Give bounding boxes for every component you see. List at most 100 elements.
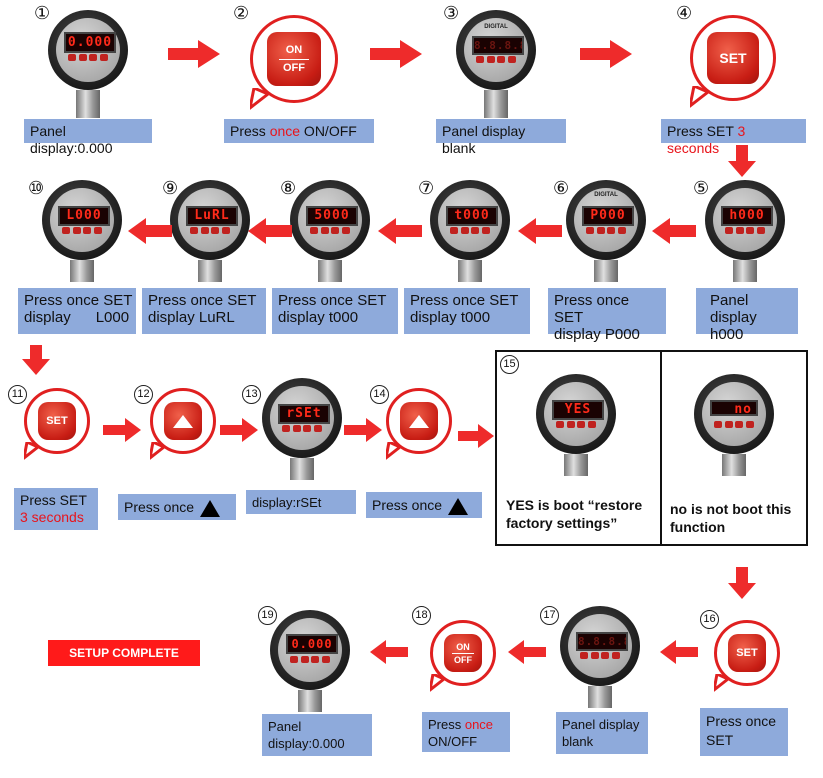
- step-number: 15: [500, 355, 519, 374]
- set-button-bubble: SET: [690, 15, 776, 101]
- arrow-right-icon: [344, 418, 382, 442]
- setup-complete-banner: SETUP COMPLETE: [48, 640, 200, 666]
- on-off-button-bubble: ON OFF: [430, 620, 496, 686]
- set-button-bubble: SET: [714, 620, 780, 686]
- set-key: SET: [38, 402, 76, 440]
- gauge-display: LuRL: [186, 206, 238, 226]
- step-number: 12: [134, 385, 153, 404]
- step-number: 16: [700, 610, 719, 629]
- arrow-down-icon: [728, 567, 756, 599]
- bubble-tail-icon: [430, 674, 447, 692]
- gauge-display: 0.000: [64, 32, 116, 53]
- step-label: Panel display blank: [436, 119, 566, 156]
- pressure-switch-gauge: 0.000: [48, 10, 128, 118]
- step-number: ①: [34, 3, 51, 24]
- arrow-right-icon: [168, 40, 220, 68]
- bubble-tail-icon: [250, 88, 271, 110]
- pressure-switch-gauge: DIGITAL 8.8.8.8: [456, 10, 536, 118]
- step-label: Panel display:0.000: [24, 119, 152, 156]
- gauge-display: 8.8.8.8: [576, 632, 628, 651]
- gauge-display: YES: [552, 400, 604, 420]
- pressure-switch-gauge: 8.8.8.8: [560, 606, 640, 708]
- up-key: [164, 402, 202, 440]
- pressure-switch-gauge: LuRL: [170, 180, 250, 282]
- step-number: ⑧: [280, 178, 297, 199]
- step-label: Press once: [366, 492, 482, 518]
- arrow-left-icon: [518, 218, 562, 244]
- bubble-tail-icon: [714, 674, 731, 692]
- step-number: 13: [242, 385, 261, 404]
- arrow-right-icon: [370, 40, 422, 68]
- gauge-display: t000: [446, 206, 498, 226]
- key-label: OFF: [283, 61, 305, 74]
- gauge-display: 0.000: [286, 634, 338, 654]
- arrow-left-icon: [248, 218, 292, 244]
- bubble-tail-icon: [690, 86, 711, 108]
- pressure-switch-gauge: rSEt: [262, 378, 342, 480]
- arrow-left-icon: [370, 640, 408, 664]
- key-label: ON: [456, 641, 470, 652]
- step-label: Press once: [118, 494, 236, 520]
- arrow-left-icon: [660, 640, 698, 664]
- step-number: ②: [233, 3, 250, 24]
- gauge-display: 8.8.8.8: [472, 36, 524, 55]
- step-number: ⑤: [693, 178, 710, 199]
- pressure-switch-gauge: t000: [430, 180, 510, 282]
- arrow-down-icon: [22, 345, 50, 375]
- step-number: 18: [412, 606, 431, 625]
- key-label: ON: [285, 43, 303, 56]
- bubble-tail-icon: [150, 442, 167, 460]
- step-number: ⑨: [162, 178, 179, 199]
- gauge-display: no: [710, 400, 758, 416]
- set-button-bubble: SET: [24, 388, 90, 454]
- step-label: Press SET 3 seconds: [661, 119, 806, 156]
- step-number: ④: [676, 3, 693, 24]
- up-key: [400, 402, 438, 440]
- gauge-display: h000: [721, 206, 773, 226]
- gauge-display: L000: [58, 206, 110, 226]
- arrow-right-icon: [580, 40, 632, 68]
- arrow-left-icon: [652, 218, 696, 244]
- pressure-switch-gauge: no: [694, 374, 774, 476]
- pressure-switch-gauge: 5000: [290, 180, 370, 282]
- step-number: 14: [370, 385, 389, 404]
- arrow-left-icon: [128, 218, 172, 244]
- pressure-switch-gauge: 0.000: [270, 610, 350, 712]
- gauge-display: 5000: [306, 206, 358, 226]
- on-off-button-bubble: ON OFF: [250, 15, 338, 103]
- gauge-display: rSEt: [278, 404, 330, 424]
- gauge-display: P000: [582, 206, 634, 226]
- arrow-right-icon: [220, 418, 258, 442]
- pressure-switch-gauge: DIGITAL P000: [566, 180, 646, 282]
- arrow-left-icon: [508, 640, 546, 664]
- step-number: ⑦: [418, 178, 435, 199]
- arrow-left-icon: [378, 218, 422, 244]
- pressure-switch-gauge: YES: [536, 374, 616, 476]
- up-arrow-icon: [409, 414, 429, 428]
- set-key: SET: [707, 32, 759, 84]
- up-button-bubble: [150, 388, 216, 454]
- pressure-switch-gauge: h000: [705, 180, 785, 282]
- step-label: display:rSEt: [246, 490, 356, 514]
- up-triangle-icon: [448, 497, 469, 515]
- step-label: Press once ON/OFF: [224, 119, 374, 143]
- bubble-tail-icon: [386, 442, 403, 460]
- step-number: ⑩: [28, 178, 45, 199]
- up-arrow-icon: [173, 414, 193, 428]
- on-off-key: ON OFF: [267, 32, 321, 86]
- on-off-key: ON OFF: [444, 634, 482, 672]
- step-number: ③: [443, 3, 460, 24]
- set-key: SET: [728, 634, 766, 672]
